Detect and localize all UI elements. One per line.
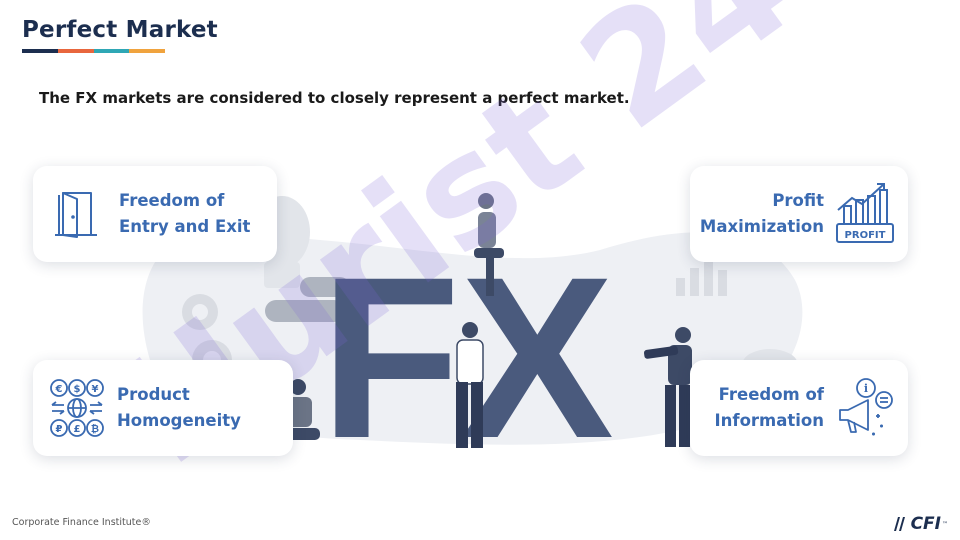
title-underline bbox=[22, 49, 165, 53]
person-seated-icon bbox=[474, 193, 504, 296]
svg-text:¥: ¥ bbox=[92, 384, 99, 395]
svg-text:₿: ₿ bbox=[91, 423, 99, 435]
cfi-logo: CFI ™ bbox=[892, 514, 948, 534]
footer-text: Corporate Finance Institute® bbox=[12, 517, 151, 528]
currency-globe-icon: € $ ¥ ₽ £ ₿ bbox=[50, 379, 104, 437]
cfi-logo-text: CFI bbox=[910, 514, 941, 534]
svg-text:i: i bbox=[864, 382, 868, 395]
megaphone-info-icon: i bbox=[839, 378, 893, 436]
person-telescope-icon bbox=[643, 327, 692, 447]
card-entry-exit-line2: Entry and Exit bbox=[119, 217, 251, 236]
subtitle: The FX markets are considered to closely… bbox=[39, 89, 630, 107]
card-profit-line1: Profit bbox=[772, 191, 824, 210]
card-entry-exit: Freedom of Entry and Exit bbox=[33, 166, 277, 262]
svg-text:€: € bbox=[55, 384, 63, 395]
card-information-line2: Information bbox=[714, 411, 825, 430]
bars-decoration bbox=[676, 262, 727, 296]
card-homogeneity-line1: Product bbox=[117, 385, 190, 404]
svg-text:₽: ₽ bbox=[56, 424, 63, 435]
card-profit: Profit Maximization PROFIT bbox=[690, 166, 908, 262]
card-information: Freedom of Information i bbox=[690, 360, 908, 456]
profit-chart-icon: PROFIT bbox=[836, 183, 894, 243]
cfi-logo-tm: ™ bbox=[942, 520, 948, 528]
door-icon bbox=[55, 192, 97, 238]
svg-text:$: $ bbox=[74, 384, 81, 395]
card-entry-exit-line1: Freedom of bbox=[119, 191, 225, 210]
card-information-line1: Freedom of bbox=[718, 385, 824, 404]
cfi-logo-icon bbox=[893, 517, 905, 531]
card-homogeneity-line2: Homogeneity bbox=[117, 411, 241, 430]
card-profit-line2: Maximization bbox=[699, 217, 824, 236]
svg-text:£: £ bbox=[74, 424, 81, 435]
card-homogeneity: € $ ¥ ₽ £ ₿ Product Homogeneity bbox=[33, 360, 293, 456]
person-standing-icon bbox=[456, 322, 484, 448]
profit-badge-text: PROFIT bbox=[845, 230, 886, 241]
page-title: Perfect Market bbox=[22, 17, 218, 43]
